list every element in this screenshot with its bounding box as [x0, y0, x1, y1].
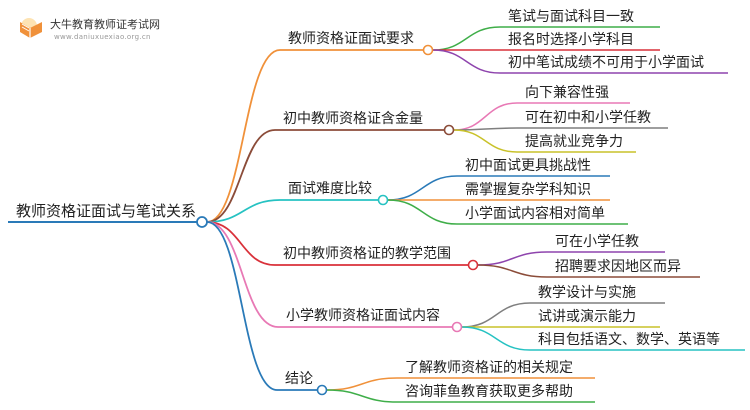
root-branch-edge: [206, 199, 281, 223]
branch-label: 小学教师资格证面试内容: [286, 307, 440, 324]
leaf-label: 报名时选择小学科目: [508, 32, 634, 48]
mindmap-nodes: 教师资格证面试与笔试关系 教师资格证面试要求 笔试与面试科目一致报名时选择小学科目初…: [16, 9, 720, 400]
leaf-label: 咨询菲鱼教育获取更多帮助: [405, 383, 573, 400]
leaf-label: 小学面试内容相对简单: [465, 205, 605, 222]
root-node-label: 教师资格证面试与笔试关系: [16, 202, 196, 220]
child-edge: [477, 251, 548, 266]
branch-toggle-circle[interactable]: [422, 44, 434, 56]
leaf-label: 科目包括语文、数学、英语等: [538, 331, 720, 348]
branch-label: 初中教师资格证含金量: [283, 110, 423, 127]
root-toggle-circle[interactable]: [196, 216, 208, 228]
child-edge: [387, 199, 458, 225]
root-branch-edge: [206, 49, 281, 223]
branch-toggle-circle[interactable]: [316, 384, 328, 396]
leaf-label: 初中面试更具挑战性: [465, 157, 591, 174]
root-branch-edge: [206, 221, 279, 328]
leaf-label: 需掌握复杂学科知识: [465, 181, 591, 198]
branch-toggle-circle[interactable]: [451, 321, 463, 333]
branch-label: 结论: [285, 371, 313, 387]
child-edge: [387, 175, 458, 201]
branch-label: 面试难度比较: [288, 181, 372, 197]
leaf-label: 招聘要求因地区而异: [555, 259, 681, 275]
leaf-label: 教学设计与实施: [538, 285, 636, 301]
branch-label: 初中教师资格证的教学范围: [283, 245, 451, 262]
mindmap-edges: [8, 26, 745, 403]
leaf-label: 了解教师资格证的相关规定: [405, 360, 573, 376]
child-edge: [432, 26, 501, 51]
child-edge: [432, 49, 501, 74]
child-edge: [453, 102, 518, 131]
leaf-label: 提高就业竞争力: [525, 133, 623, 150]
site-logo: 大牛教育教师证考试网 www.daniuxuexiao.org.cn: [16, 12, 216, 52]
branch-toggle-circle[interactable]: [443, 124, 455, 136]
leaf-label: 可在初中和小学任教: [525, 109, 651, 126]
book-icon: [20, 18, 42, 38]
root-branch-edge: [206, 221, 278, 391]
leaf-label: 初中笔试成绩不可用于小学面试: [508, 54, 704, 71]
child-edge: [326, 389, 398, 403]
child-edge: [461, 326, 531, 351]
leaf-label: 向下兼容性强: [525, 84, 609, 101]
branch-toggle-circle[interactable]: [467, 259, 479, 271]
branch-toggle-circle[interactable]: [377, 194, 389, 206]
brand-name: 大牛教育教师证考试网: [50, 18, 160, 31]
brand-url: www.daniuxuexiao.org.cn: [54, 33, 151, 41]
child-edge: [461, 302, 531, 328]
leaf-label: 可在小学任教: [555, 234, 639, 250]
child-edge: [326, 377, 398, 391]
root-branch-edge: [206, 129, 276, 223]
child-edge: [477, 264, 548, 278]
leaf-label: 试讲或演示能力: [538, 309, 636, 325]
root-branch-edge: [206, 221, 276, 266]
leaf-label: 笔试与面试科目一致: [508, 9, 634, 25]
child-edge: [453, 129, 518, 153]
branch-label: 教师资格证面试要求: [288, 31, 414, 47]
